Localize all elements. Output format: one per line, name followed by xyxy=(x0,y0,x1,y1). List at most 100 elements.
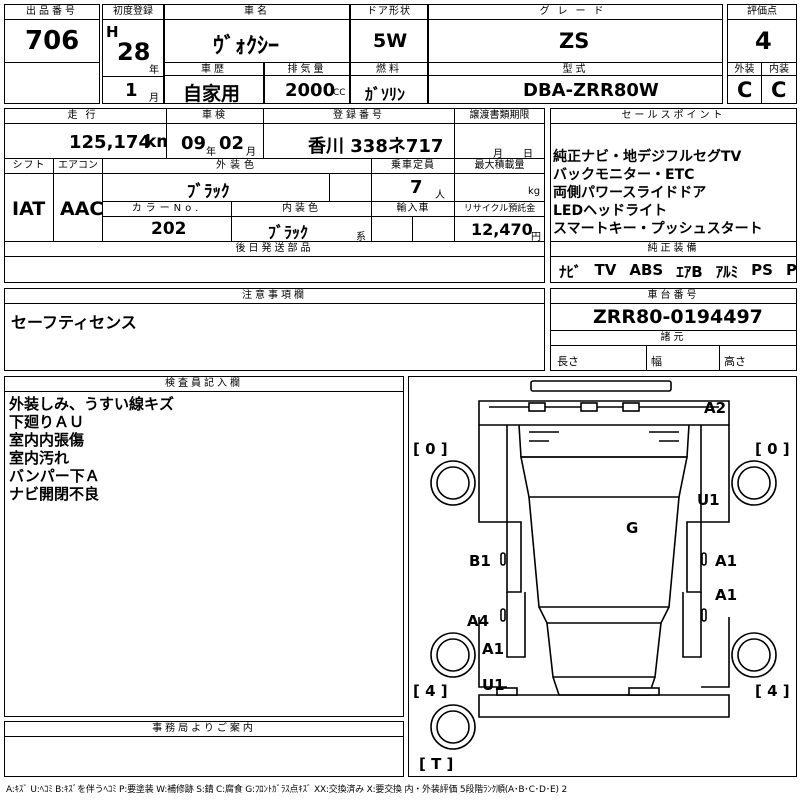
spec-label: 諸元 xyxy=(550,330,797,346)
equip-item: ｴｱB xyxy=(676,263,703,281)
insp-month: 02 xyxy=(219,133,245,154)
history-box: 自家用 xyxy=(164,75,264,104)
equip-item: ｱﾙﾐ xyxy=(715,263,739,281)
exterior-box: C xyxy=(727,75,762,104)
reg-no-box: 香川 338ネ717 xyxy=(263,123,455,159)
legend: A:ｷｽﾞ U:ﾍｺﾐ B:ｷｽﾞを伴うﾍｺﾐ P:要塗装 W:補修跡 S:錆 … xyxy=(6,785,567,795)
grade: ZS xyxy=(559,29,590,53)
ac-box: AAC xyxy=(53,173,103,242)
door-box: 5W xyxy=(350,19,428,63)
mileage-label: 走行 xyxy=(4,108,167,124)
notes-label: 注意事項欄 xyxy=(4,288,545,304)
equip-item: PW xyxy=(785,261,797,279)
equip-item: TV xyxy=(594,261,617,279)
inspector-line: 室内内張傷 xyxy=(9,431,85,449)
import-label: 輸入車 xyxy=(371,201,455,217)
tire-front-left: 0 xyxy=(425,440,436,458)
later-parts-label: 後日発送部品 xyxy=(4,241,545,257)
mark-roof: G xyxy=(626,519,639,537)
sales-point: バックモニター・ETC xyxy=(553,167,695,183)
width-box: 幅 xyxy=(646,345,720,371)
model-box: DBA-ZRR80W xyxy=(428,75,723,104)
reg-no: 香川 338ネ717 xyxy=(308,136,444,157)
reg-no-label: 登録番号 xyxy=(263,108,455,124)
inspector-line: 下廻りＡＵ xyxy=(9,413,85,431)
capacity-unit: 人 xyxy=(435,190,445,201)
displacement-box: 2000 CC xyxy=(264,75,350,104)
notes-text: セーフティセンス xyxy=(11,313,137,332)
chassis-box: ZRR80-0194497 xyxy=(550,303,797,331)
recycle: 12,470 xyxy=(471,220,533,239)
tire-rear-right: 4 xyxy=(767,682,778,700)
door: 5W xyxy=(373,30,408,52)
history-label: 車歴 xyxy=(164,62,264,76)
mark-left-front-door: B1 xyxy=(469,552,491,570)
color-label: 外装色 xyxy=(102,158,372,174)
import-box-2 xyxy=(412,216,455,242)
sales-label: セールスポイント xyxy=(550,108,797,124)
equip-item: PS xyxy=(751,261,773,279)
inspection-label: 車検 xyxy=(166,108,264,124)
mark-front-right: U1 xyxy=(697,491,720,509)
ac-label: エアコン xyxy=(53,158,103,174)
shift-box: IAT xyxy=(4,173,54,242)
displacement-unit: CC xyxy=(333,88,346,98)
first-reg-year-box: H 28 年 xyxy=(102,19,164,77)
exterior-label: 外装 xyxy=(727,62,762,76)
later-parts-box xyxy=(4,256,545,283)
displacement-label: 排気量 xyxy=(264,62,350,76)
grade-label: グレード xyxy=(428,4,723,20)
door-label: ドア形状 xyxy=(350,4,428,20)
inspector-line: バンパー下Ａ xyxy=(9,467,100,485)
interior-grade: C xyxy=(771,78,787,102)
car-name-box: ｳﾞｫｸｼｰ xyxy=(164,19,350,63)
fuel: ｶﾞｿﾘﾝ xyxy=(365,85,406,104)
office-box xyxy=(4,736,404,777)
tire-front-left-bracket: [ 0 ] xyxy=(413,440,448,458)
notes-box: セーフティセンス xyxy=(4,303,545,371)
sales-point: LEDヘッドライト xyxy=(553,203,668,219)
sales-point: スマートキー・プッシュスタート xyxy=(553,221,763,237)
grade-box: ZS xyxy=(428,19,723,63)
chassis: ZRR80-0194497 xyxy=(593,306,763,328)
insp-year: 09 xyxy=(181,133,207,154)
score: 4 xyxy=(755,27,772,55)
recycle-box: 12,470 円 xyxy=(454,216,545,242)
transfer-box: 月 日 xyxy=(454,123,545,159)
sales-point: 純正ナビ・地デジフルセグTV xyxy=(553,149,742,165)
int-color-box: ﾌﾞﾗｯｸ 系 xyxy=(231,216,372,242)
office-label: 事務局よりご案内 xyxy=(4,721,404,737)
transfer-label: 譲渡書類期限 xyxy=(454,108,545,124)
height-box: 高さ xyxy=(719,345,797,371)
model: DBA-ZRR80W xyxy=(523,80,659,101)
color-no-box: 202 xyxy=(102,216,232,242)
equip-item: ABS xyxy=(629,261,664,279)
height-label: 高さ xyxy=(724,355,746,368)
int-color: ﾌﾞﾗｯｸ xyxy=(268,223,309,242)
inspector-label: 検査員記入欄 xyxy=(4,376,404,392)
capacity-label: 乗車定員 xyxy=(371,158,455,174)
inspector-box: 外装しみ、うすい線キズ 下廻りＡＵ 室内内張傷 室内汚れ バンパー下Ａ ナビ開閉… xyxy=(4,391,404,717)
inspection-box: 09 年 02 月 xyxy=(166,123,264,159)
reg-month: 1 xyxy=(125,80,138,101)
car-name-label: 車名 xyxy=(164,4,350,20)
displacement: 2000 xyxy=(285,80,336,101)
interior-label: 内装 xyxy=(761,62,797,76)
month-unit: 月 xyxy=(149,93,159,104)
score-box: 4 xyxy=(727,19,797,63)
tire-front-right-bracket: [ 0 ] xyxy=(755,440,790,458)
load-box: kg xyxy=(454,173,545,202)
chassis-label: 車台番号 xyxy=(550,288,797,304)
mileage-unit: km xyxy=(145,132,166,152)
length-label: 長さ xyxy=(557,355,579,368)
color-no-label: カラーNo. xyxy=(102,201,232,217)
first-reg-month-box: 1 月 xyxy=(102,76,164,104)
mark-right-front-door: A1 xyxy=(715,552,738,570)
car-outline-svg xyxy=(430,380,777,750)
mark-front-bumper: A2 xyxy=(704,399,727,417)
lot-no-label: 出品番号 xyxy=(4,4,100,20)
width-label: 幅 xyxy=(651,355,662,368)
reg-year: 28 xyxy=(117,38,151,66)
shift: IAT xyxy=(12,198,46,220)
color-blank xyxy=(329,173,372,202)
